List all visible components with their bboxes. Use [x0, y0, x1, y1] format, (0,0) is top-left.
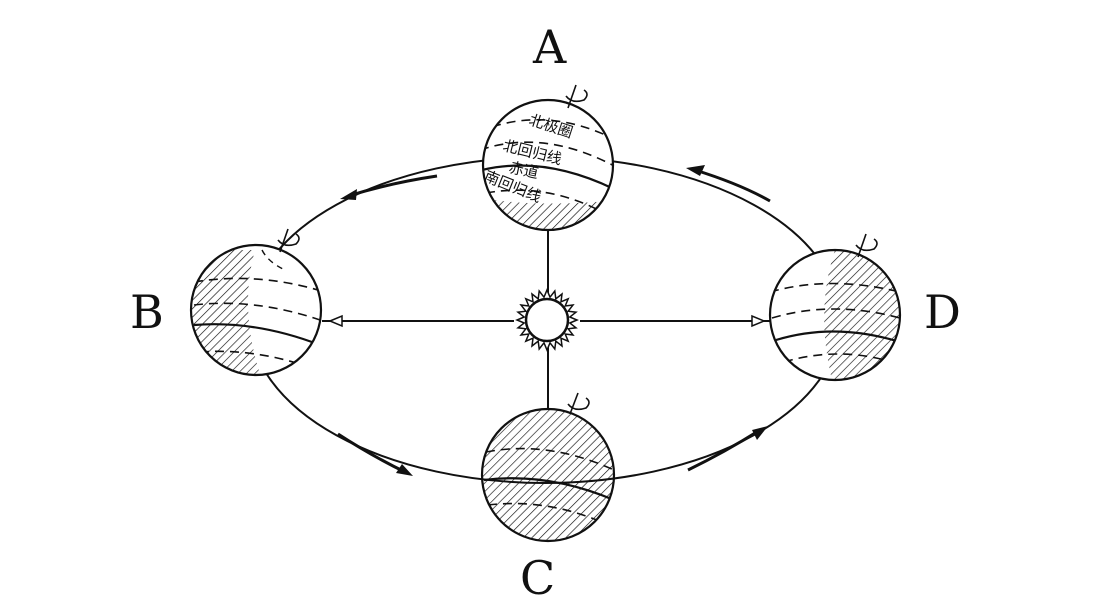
- arrow-a-to-b: [347, 174, 438, 198]
- direction-arrows: [337, 165, 771, 476]
- label-equator: 赤道: [507, 158, 540, 182]
- earth-a: 北极圈 北回归线 赤道 南回归线: [482, 84, 615, 232]
- sun-icon: [515, 288, 579, 352]
- arrow-d-to-a: [694, 168, 771, 203]
- label-c: C: [520, 551, 555, 605]
- arrow-c-to-d: [687, 428, 761, 472]
- earth-b: [189, 228, 323, 377]
- label-b: B: [130, 285, 164, 339]
- arrow-a-to-b-head: [340, 189, 357, 200]
- arrowhead-d: [751, 314, 766, 328]
- earth-c: [480, 392, 616, 543]
- rotation-icon-d: [855, 233, 878, 258]
- label-d: D: [924, 285, 961, 339]
- rotation-icon-b: [277, 228, 300, 253]
- arrow-c-to-d-head: [752, 426, 768, 440]
- arrow-b-to-c: [337, 432, 406, 474]
- rotation-icon-a: [565, 84, 588, 109]
- arrow-d-to-a-head: [686, 165, 705, 176]
- label-a: A: [532, 20, 567, 74]
- earth-d: [768, 233, 902, 382]
- rotation-icon-c: [567, 392, 590, 415]
- arrowhead-b: [328, 314, 343, 328]
- arrow-b-to-c-head: [396, 464, 413, 476]
